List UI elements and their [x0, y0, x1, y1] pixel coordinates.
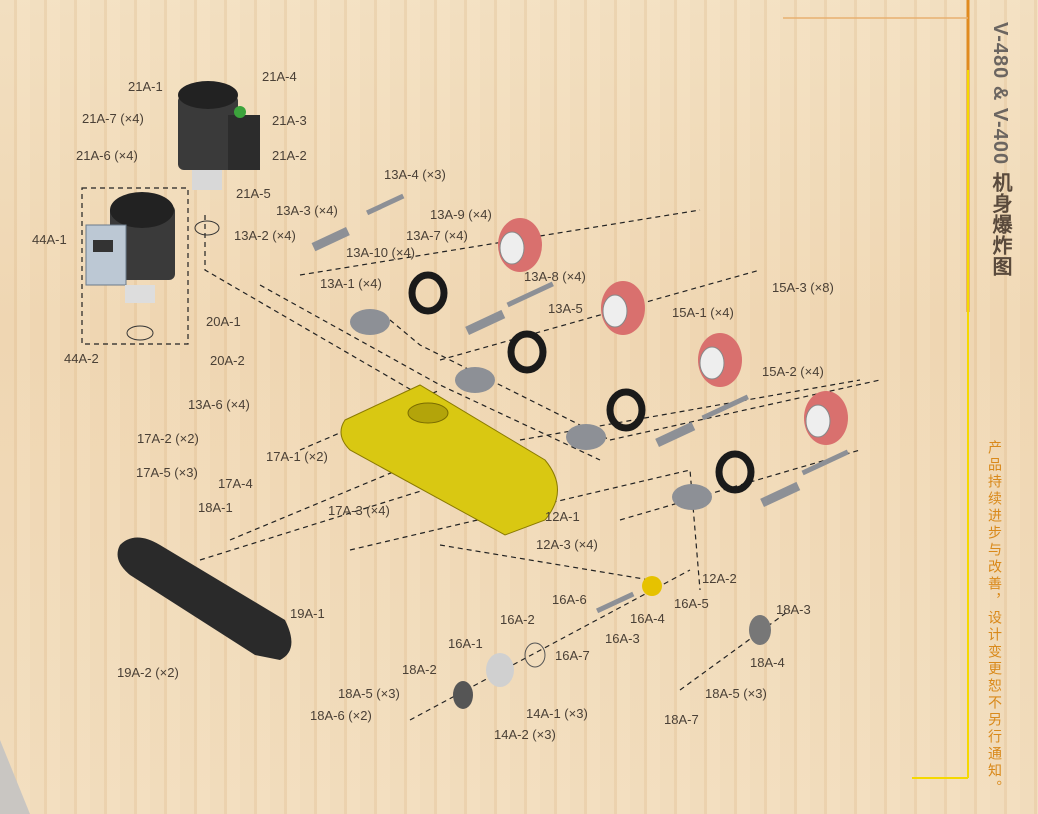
wheel-icon	[698, 333, 742, 387]
part-label: 16A-6	[552, 592, 587, 607]
part-label: 21A-1	[128, 79, 163, 94]
motor-44a-icon	[85, 192, 175, 341]
part-label: 13A-4 (×3)	[384, 167, 446, 182]
part-label: 18A-3	[776, 602, 811, 617]
part-label: 21A-3	[272, 113, 307, 128]
part-label: 16A-3	[605, 631, 640, 646]
belt-rings	[408, 271, 755, 494]
part-label: 17A-5 (×3)	[136, 465, 198, 480]
part-label: 18A-1	[198, 500, 233, 515]
oring-16a-7-icon	[524, 642, 546, 668]
part-label: 17A-4	[218, 476, 253, 491]
part-label: 20A-1	[206, 314, 241, 329]
part-label: 19A-1	[290, 606, 325, 621]
part-label: 13A-7 (×4)	[406, 228, 468, 243]
part-label: 16A-7	[555, 648, 590, 663]
part-label: 14A-1 (×3)	[526, 706, 588, 721]
part-label: 21A-5	[236, 186, 271, 201]
part-label: 13A-9 (×4)	[430, 207, 492, 222]
part-label: 12A-1	[545, 509, 580, 524]
part-label: 16A-1	[448, 636, 483, 651]
body-12a-1-icon	[340, 384, 558, 536]
frame-lines	[0, 0, 970, 814]
page-title: V-480 & V-400 机身爆炸图	[989, 22, 1011, 277]
part-label: 13A-8 (×4)	[524, 269, 586, 284]
part-label: 15A-1 (×4)	[672, 305, 734, 320]
part-label: 18A-4	[750, 655, 785, 670]
part-label: 16A-4	[630, 611, 665, 626]
part-label: 12A-3 (×4)	[536, 537, 598, 552]
wheels	[498, 218, 848, 445]
part-label: 18A-5 (×3)	[705, 686, 767, 701]
part-label: 18A-5 (×3)	[338, 686, 400, 701]
part-label: 13A-5	[548, 301, 583, 316]
design-change-notice: 产品持续进步与改善，设计变更恕不另行通知。	[987, 440, 1003, 797]
part-label: 17A-2 (×2)	[137, 431, 199, 446]
wheel-icon	[804, 391, 848, 445]
motor-21a-icon	[178, 81, 260, 236]
part-label: 44A-1	[32, 232, 67, 247]
arms-shafts	[311, 193, 849, 709]
part-label: 12A-2	[702, 571, 737, 586]
part-label: 16A-2	[500, 612, 535, 627]
part-label: 14A-2 (×3)	[494, 727, 556, 742]
part-label: 18A-7	[664, 712, 699, 727]
gear-16a-5-icon	[642, 576, 662, 596]
part-label: 17A-1 (×2)	[266, 449, 328, 464]
part-label: 13A-10 (×4)	[346, 245, 416, 260]
part-label: 15A-2 (×4)	[762, 364, 824, 379]
part-label: 16A-5	[674, 596, 709, 611]
part-label: 13A-1 (×4)	[320, 276, 382, 291]
part-label: 18A-6 (×2)	[310, 708, 372, 723]
part-label: 21A-4	[262, 69, 297, 84]
wheel-icon	[498, 218, 542, 272]
part-label: 13A-3 (×4)	[276, 203, 338, 218]
part-label: 15A-3 (×8)	[772, 280, 834, 295]
part-label: 21A-7 (×4)	[82, 111, 144, 126]
part-label: 17A-3 (×4)	[328, 503, 390, 518]
part-label: 18A-2	[402, 662, 437, 677]
cover-19a-1-icon	[117, 537, 292, 660]
part-label: 19A-2 (×2)	[117, 665, 179, 680]
part-label: 13A-6 (×4)	[188, 397, 250, 412]
part-label: 13A-2 (×4)	[234, 228, 296, 243]
part-label: 21A-6 (×4)	[76, 148, 138, 163]
part-label: 21A-2	[272, 148, 307, 163]
wheel-icon	[601, 281, 645, 335]
part-label: 44A-2	[64, 351, 99, 366]
part-label: 20A-2	[210, 353, 245, 368]
